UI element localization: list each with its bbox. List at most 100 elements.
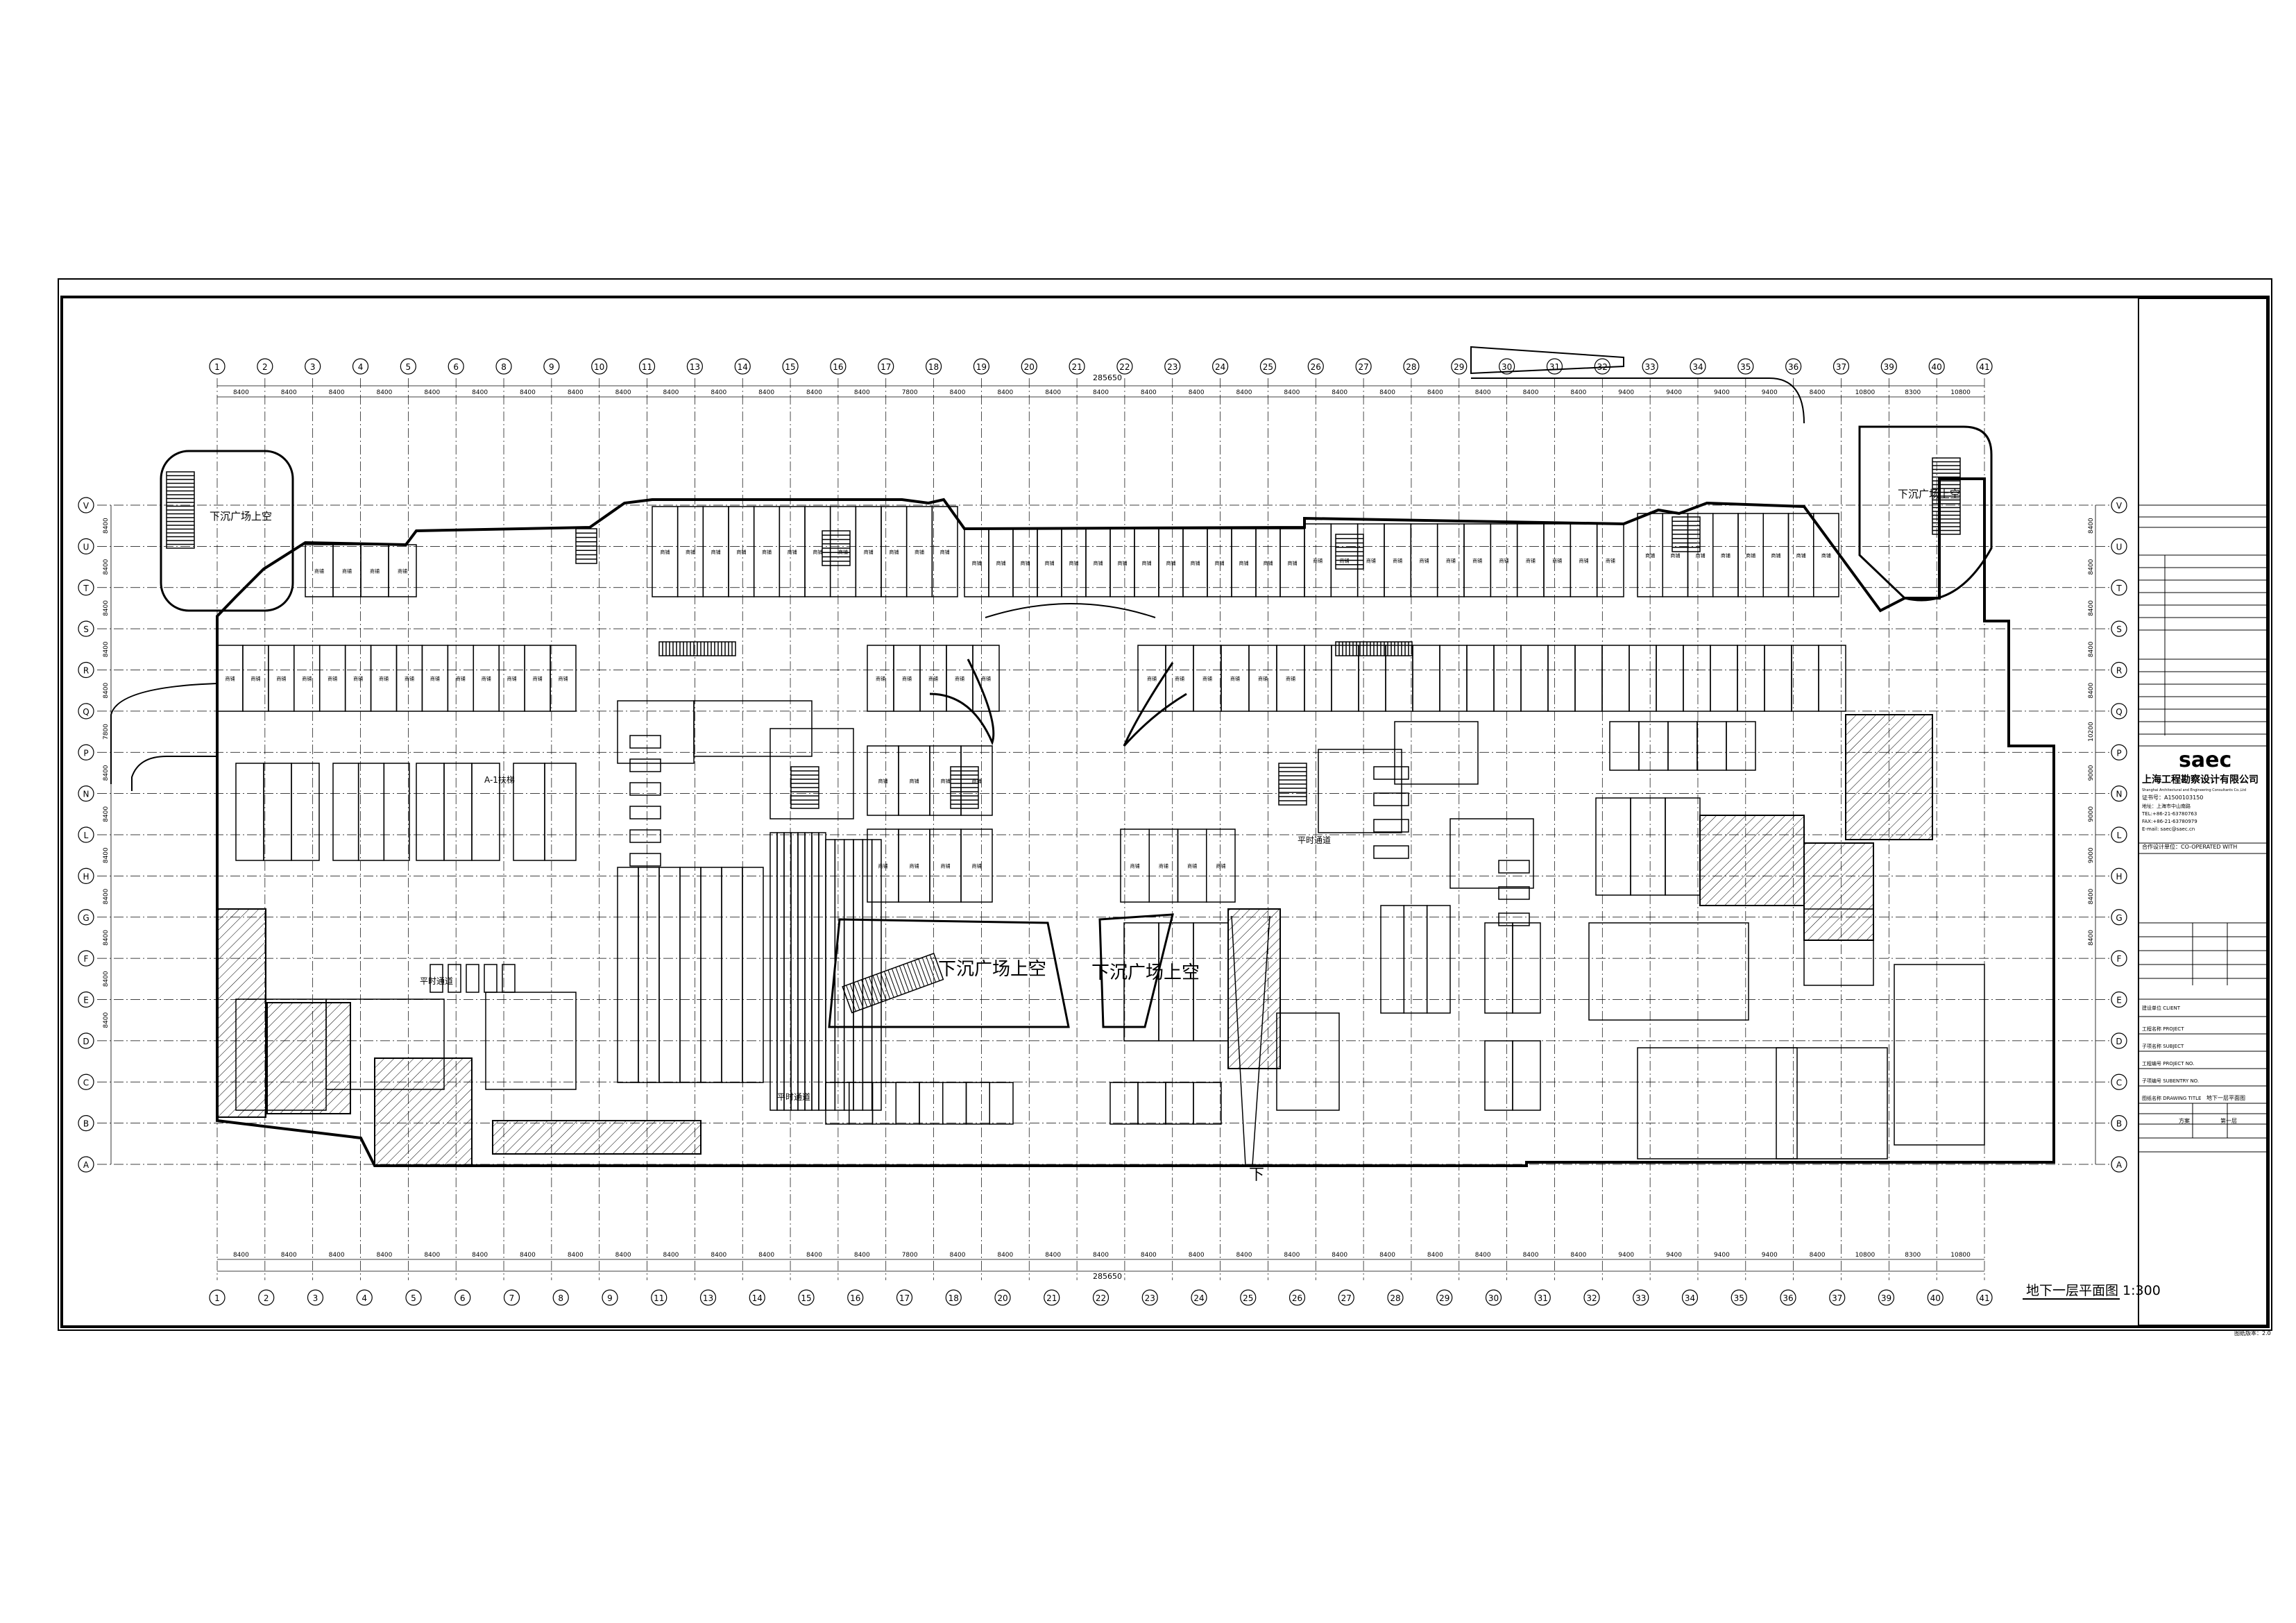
dim-spacing-top: 8400 <box>663 389 679 396</box>
dim-spacing-right: 9000 <box>2088 765 2095 781</box>
grid-bubble-left <box>78 1115 94 1132</box>
dim-spacing-bottom: 8400 <box>758 1252 774 1259</box>
hatched-zone-1 <box>216 908 266 1118</box>
grid-label-top: 18 <box>928 362 939 372</box>
shop-cell <box>895 1082 920 1125</box>
grid-label-right: E <box>2116 996 2122 1005</box>
grid-bubble-right <box>2111 744 2127 760</box>
room-block <box>1276 1012 1340 1111</box>
room-block <box>1588 922 1749 1021</box>
grid-bubble-top <box>1499 358 1515 375</box>
shop-cell-label: 商铺 <box>1239 560 1249 566</box>
grid-bubble-left <box>78 620 94 637</box>
dim-spacing-left: 7800 <box>103 724 110 740</box>
room-block <box>485 992 577 1090</box>
shop-cell <box>1304 645 1332 712</box>
grid-bubble-bottom <box>1387 1289 1404 1306</box>
grid-bubble-bottom <box>896 1289 913 1306</box>
shop-cell-label: 商铺 <box>398 568 407 575</box>
drawing-title-value: 地下一层平面图 <box>2206 1094 2245 1101</box>
grid-label-left: F <box>84 954 89 964</box>
shop-cell <box>443 763 473 861</box>
room-cells: 商铺商铺商铺商铺商铺商铺商铺商铺商铺商铺商铺商铺商铺商铺商铺商铺商铺商铺商铺商铺… <box>216 506 1985 1159</box>
dim-spacing-top: 8400 <box>472 389 488 396</box>
shop-cell <box>383 763 410 861</box>
shop-cell-label: 商铺 <box>1147 676 1157 682</box>
void-label-west: 下沉广场上空 <box>210 510 272 522</box>
shop-cell <box>544 763 577 861</box>
grid-label-bottom: 1 <box>214 1293 220 1303</box>
shop-cell-label: 商铺 <box>941 863 951 869</box>
stall <box>629 829 661 843</box>
shop-cell <box>1737 645 1765 712</box>
grid-bubble-top <box>638 358 656 375</box>
stall <box>484 964 498 993</box>
shop-cell-label: 商铺 <box>1746 552 1755 559</box>
shop-cell-label: 商铺 <box>302 676 312 682</box>
escalator-zone-label: A-1扶梯 <box>484 774 515 785</box>
shop-cell-label: 商铺 <box>1721 552 1730 559</box>
shop-cell-label: 商铺 <box>660 549 670 555</box>
building-outline <box>216 477 2055 1167</box>
shop-cell <box>1726 721 1756 771</box>
dim-spacing-left: 8400 <box>103 971 110 987</box>
dim-spacing-right: 8400 <box>2088 682 2095 698</box>
grid-label-bottom: 35 <box>1734 1293 1744 1303</box>
shop-cell-label: 商铺 <box>559 676 568 682</box>
dim-spacing-top: 9400 <box>1666 389 1682 396</box>
grid-bubble-top <box>1976 358 1993 375</box>
dim-spacing-bottom: 8400 <box>1475 1252 1491 1259</box>
grid-bubble-left <box>78 661 94 679</box>
dim-spacing-left: 8400 <box>103 930 110 946</box>
grid-bubble-bottom <box>1633 1289 1649 1306</box>
grid-label-top: 31 <box>1549 362 1560 372</box>
shop-cell-label: 商铺 <box>430 676 440 682</box>
grid-label-right: B <box>2116 1119 2122 1129</box>
grid-bubble-top <box>1164 358 1181 375</box>
ramp-curve-west-2 <box>131 756 217 791</box>
dim-spacing-bottom: 8400 <box>663 1252 679 1259</box>
grid-label-bottom: 30 <box>1488 1293 1499 1303</box>
tel: TEL:+86-21-63780763 <box>2141 811 2197 817</box>
dim-spacing-left: 8400 <box>103 806 110 822</box>
dim-spacing-top: 8400 <box>1332 389 1347 396</box>
shop-cell <box>1656 645 1684 712</box>
shop-cell <box>776 832 785 1111</box>
grid-label-right: H <box>2116 872 2122 881</box>
grid-label-bottom: 15 <box>801 1293 811 1303</box>
shop-cell-label: 商铺 <box>405 676 414 682</box>
grid-bubble-bottom <box>1829 1289 1846 1306</box>
dim-spacing-left: 8400 <box>103 888 110 904</box>
grid-bubble-top <box>1785 358 1802 375</box>
grid-bubble-bottom <box>699 1289 717 1306</box>
shop-cell-label: 商铺 <box>876 676 885 682</box>
stall <box>466 964 479 993</box>
grid-label-bottom: 39 <box>1881 1293 1891 1303</box>
shop-cell <box>235 763 264 861</box>
corridor-label-1: 平时通道 <box>420 976 453 986</box>
shop-cell <box>1484 1040 1513 1111</box>
grid-bubble-bottom <box>1191 1289 1207 1306</box>
grid-label-top: 26 <box>1311 362 1321 372</box>
hatched-zone-2 <box>266 1002 351 1114</box>
grid-bubble-top <box>925 358 942 375</box>
shop-cell <box>357 763 385 861</box>
shop-cell-label: 商铺 <box>1313 558 1323 564</box>
shop-cell <box>1512 1040 1541 1111</box>
grid-bubble-right <box>2111 785 2127 802</box>
shop-cell-label: 商铺 <box>915 549 924 555</box>
grid-label-bottom: 18 <box>949 1293 959 1303</box>
grid-label-top: 22 <box>1119 362 1130 372</box>
shop-cell <box>804 832 813 1111</box>
dim-spacing-top: 8400 <box>424 389 440 396</box>
room-block <box>1394 721 1479 785</box>
shop-cell <box>1609 721 1640 771</box>
grid-bubble-right <box>2111 826 2127 843</box>
title-block <box>2138 298 2268 1326</box>
shop-cell-label: 商铺 <box>379 676 389 682</box>
sheet-value: 第一层 <box>2220 1117 2237 1124</box>
shop-cell-label: 商铺 <box>972 863 982 869</box>
shop-cell-label: 商铺 <box>1021 560 1030 566</box>
